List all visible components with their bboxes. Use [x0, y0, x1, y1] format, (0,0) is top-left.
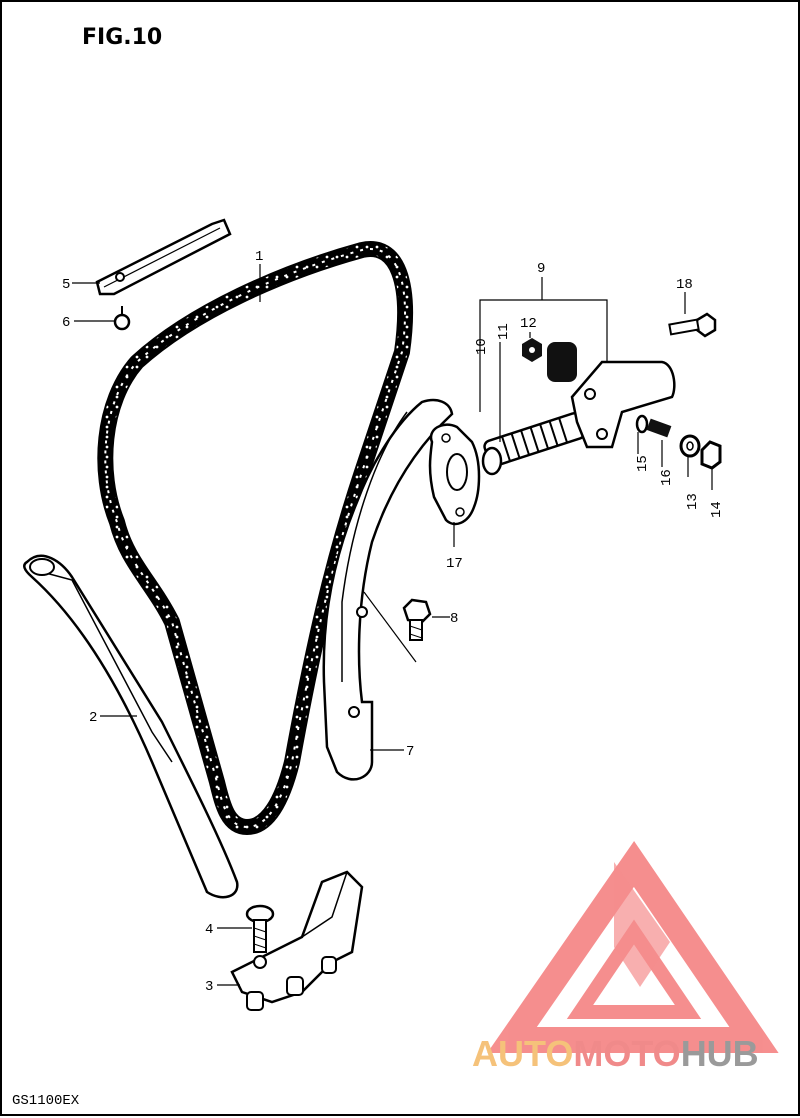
cam-chain: [97, 241, 413, 835]
callout-2: 2: [89, 710, 97, 726]
watermark-moto: MOTO: [573, 1033, 680, 1074]
callout-9: 9: [537, 261, 545, 277]
callout-16: 16: [659, 469, 675, 486]
washer-part-15: [635, 414, 649, 434]
watermark-auto: AUTO: [472, 1033, 573, 1074]
tensioner-assembly: [481, 342, 676, 476]
screw-part-6: [113, 306, 131, 331]
model-label: GS1100EX: [12, 1093, 80, 1109]
nut-part-14: [700, 440, 722, 470]
bolt-part-16: [646, 418, 672, 438]
callout-11: 11: [496, 323, 512, 340]
callout-4: 4: [205, 922, 213, 938]
chain-guide-holder: [230, 870, 364, 1011]
callout-6: 6: [62, 315, 70, 331]
callout-10: 10: [474, 338, 490, 355]
nut-part-12: [522, 338, 542, 362]
callout-1: 1: [255, 249, 263, 265]
gasket-part-17: [428, 423, 481, 526]
watermark-hub: HUB: [681, 1033, 759, 1074]
callout-15: 15: [635, 455, 651, 472]
callout-7: 7: [406, 744, 414, 760]
chain-guide-front: [23, 554, 239, 899]
callout-3: 3: [205, 979, 213, 995]
bolt-part-4: [245, 904, 275, 953]
part-callouts: 1 2 3 4 5 6 7 8 9 10 11 12 13 14 15 16 1…: [62, 249, 725, 995]
bolt-part-8: [402, 598, 432, 641]
figure-title: FIG.10: [82, 25, 162, 50]
chain-guide-upper: [95, 218, 232, 296]
callout-5: 5: [62, 277, 70, 293]
callout-8: 8: [450, 611, 458, 627]
leader-lines: [72, 264, 713, 986]
washer-part-13: [679, 434, 701, 458]
bolt-part-18: [668, 312, 717, 338]
automotohub-logo: [487, 841, 779, 1053]
chain-tensioner-guide: [322, 398, 454, 781]
watermark-text: AUTOMOTOHUB: [472, 1033, 759, 1074]
callout-14: 14: [709, 501, 725, 518]
callout-17: 17: [446, 556, 463, 572]
callout-13: 13: [685, 493, 701, 510]
callout-18: 18: [676, 277, 693, 293]
callout-12: 12: [520, 316, 537, 332]
